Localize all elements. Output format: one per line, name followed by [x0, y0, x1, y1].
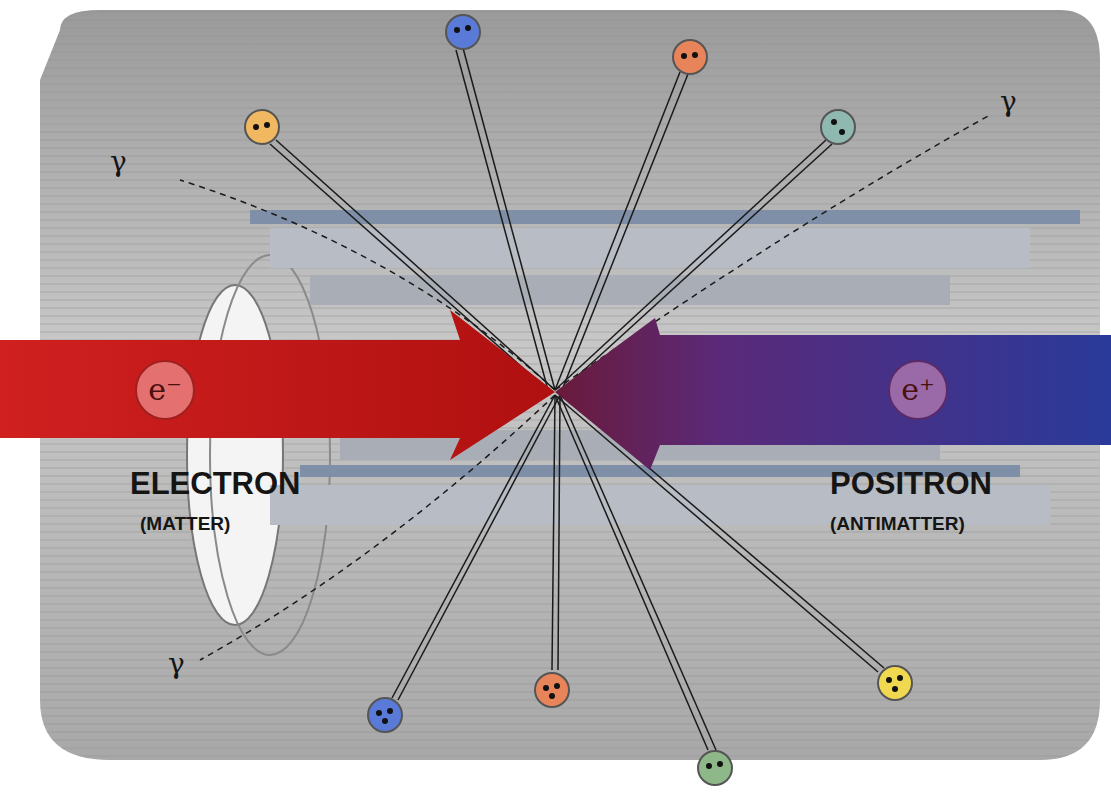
particle-symbol: e⁻ [148, 375, 182, 405]
particle-circle: e⁺ [888, 360, 948, 420]
photon-symbol: γ [110, 148, 127, 176]
beam-name: POSITRON [830, 468, 992, 499]
photon-symbol: γ [168, 650, 185, 678]
beam-note: (ANTIMATTER) [830, 514, 965, 533]
particle-symbol: e⁺ [901, 375, 935, 405]
beam-name: ELECTRON [130, 468, 301, 499]
particle-circle: e⁻ [135, 360, 195, 420]
photon-symbol: γ [1000, 88, 1017, 116]
beam-note: (MATTER) [140, 514, 230, 533]
